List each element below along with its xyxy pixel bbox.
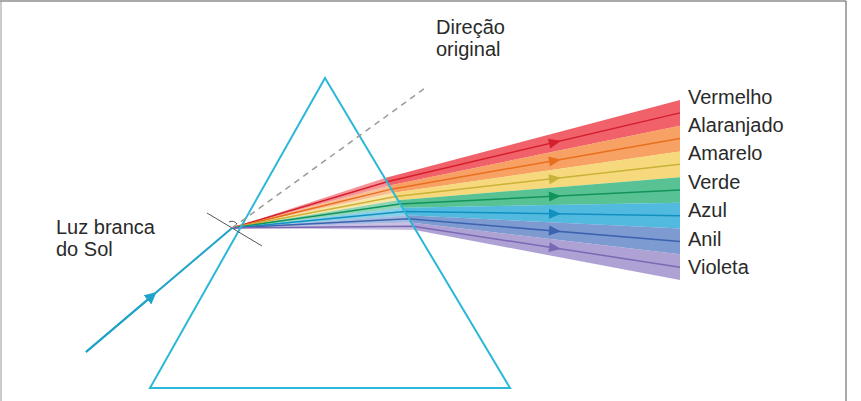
incident-ray-arrow [86, 296, 152, 352]
ray-arrow [549, 226, 562, 237]
ray-arrow [548, 155, 562, 167]
color-label: Azul [688, 199, 727, 221]
prism [150, 78, 510, 388]
direction-label: Direção original [436, 16, 532, 60]
frame-line [0, 1, 846, 2]
ray-arrow [549, 209, 561, 219]
ray-arrow [548, 173, 561, 184]
ray-arrow [548, 242, 561, 254]
original-direction-line [232, 86, 428, 228]
color-label: Amarelo [688, 142, 762, 164]
color-band [411, 223, 680, 280]
color-label: Violeta [688, 256, 749, 278]
frame-line [1, 1, 2, 401]
color-ray [232, 226, 680, 267]
angle-mark [229, 221, 237, 224]
color-label: Anil [688, 228, 721, 250]
spectrum [232, 100, 680, 280]
color-label: Verde [688, 171, 740, 193]
frame-line [846, 1, 847, 401]
light-source-label: Luz branca do Sol [56, 216, 174, 260]
ray-arrow [549, 191, 561, 202]
color-label: Alaranjado [688, 114, 784, 136]
color-ray [232, 139, 680, 228]
color-ray [232, 113, 680, 228]
color-label: Vermelho [688, 86, 773, 108]
ray-arrow [548, 136, 562, 148]
